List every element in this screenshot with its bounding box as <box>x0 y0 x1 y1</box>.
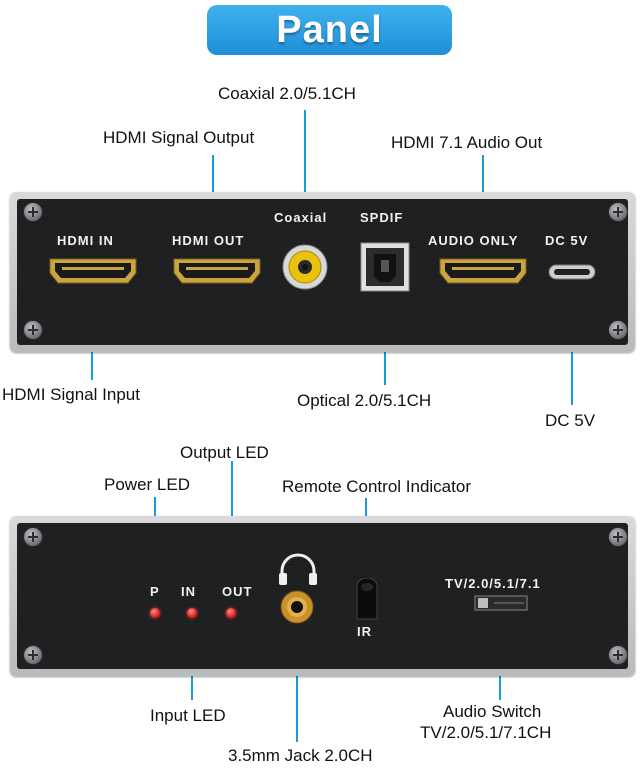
callout-power-led: Power LED <box>104 475 190 494</box>
callout-hdmi-input: HDMI Signal Input <box>2 385 140 404</box>
hdmi-out-port-icon <box>173 258 261 284</box>
label-hdmi-out: HDMI OUT <box>172 233 245 248</box>
callout-remote: Remote Control Indicator <box>282 477 471 496</box>
label-switch: TV/2.0/5.1/7.1 <box>445 576 541 591</box>
label-ir: IR <box>357 624 372 639</box>
output-led <box>226 608 236 618</box>
label-spdif: SPDIF <box>360 210 404 225</box>
screw-icon <box>609 321 627 339</box>
callout-hdmi-71: HDMI 7.1 Audio Out <box>391 133 543 152</box>
callout-audio-switch-line1: Audio Switch <box>443 702 542 721</box>
screw-icon <box>24 528 42 546</box>
label-out: OUT <box>222 584 253 599</box>
power-led <box>150 608 160 618</box>
callout-audio-switch-line2: TV/2.0/5.1/7.1CH <box>420 723 552 742</box>
ir-sensor-icon <box>356 578 378 620</box>
screw-icon <box>24 203 42 221</box>
screw-icon <box>24 646 42 664</box>
callout-input-led: Input LED <box>150 706 226 725</box>
callout-jack: 3.5mm Jack 2.0CH <box>228 746 373 765</box>
optical-port-icon <box>360 242 410 292</box>
callout-optical: Optical 2.0/5.1CH <box>297 391 432 410</box>
label-audio-only: AUDIO ONLY <box>428 233 519 248</box>
callout-dc: DC 5V <box>545 411 596 430</box>
usb-c-port-icon <box>548 264 596 280</box>
input-led <box>187 608 197 618</box>
label-dc: DC 5V <box>545 233 589 248</box>
label-coaxial: Coaxial <box>274 210 328 225</box>
hdmi-in-port-icon <box>49 258 137 284</box>
label-hdmi-in: HDMI IN <box>57 233 114 248</box>
bottom-panel-face <box>17 523 628 669</box>
rca-jack-icon <box>282 244 328 290</box>
label-p: P <box>150 584 160 599</box>
label-in: IN <box>181 584 196 599</box>
hdmi-audio-port-icon <box>439 258 527 284</box>
headphones-icon <box>279 553 317 585</box>
screw-icon <box>609 203 627 221</box>
callout-hdmi-output: HDMI Signal Output <box>103 128 255 147</box>
screw-icon <box>609 646 627 664</box>
page-title: Panel <box>207 5 452 55</box>
screw-icon <box>24 321 42 339</box>
callout-coaxial: Coaxial 2.0/5.1CH <box>218 84 356 103</box>
audio-jack-icon <box>280 590 314 624</box>
screw-icon <box>609 528 627 546</box>
callout-output-led: Output LED <box>180 443 269 462</box>
audio-switch[interactable] <box>474 595 528 611</box>
